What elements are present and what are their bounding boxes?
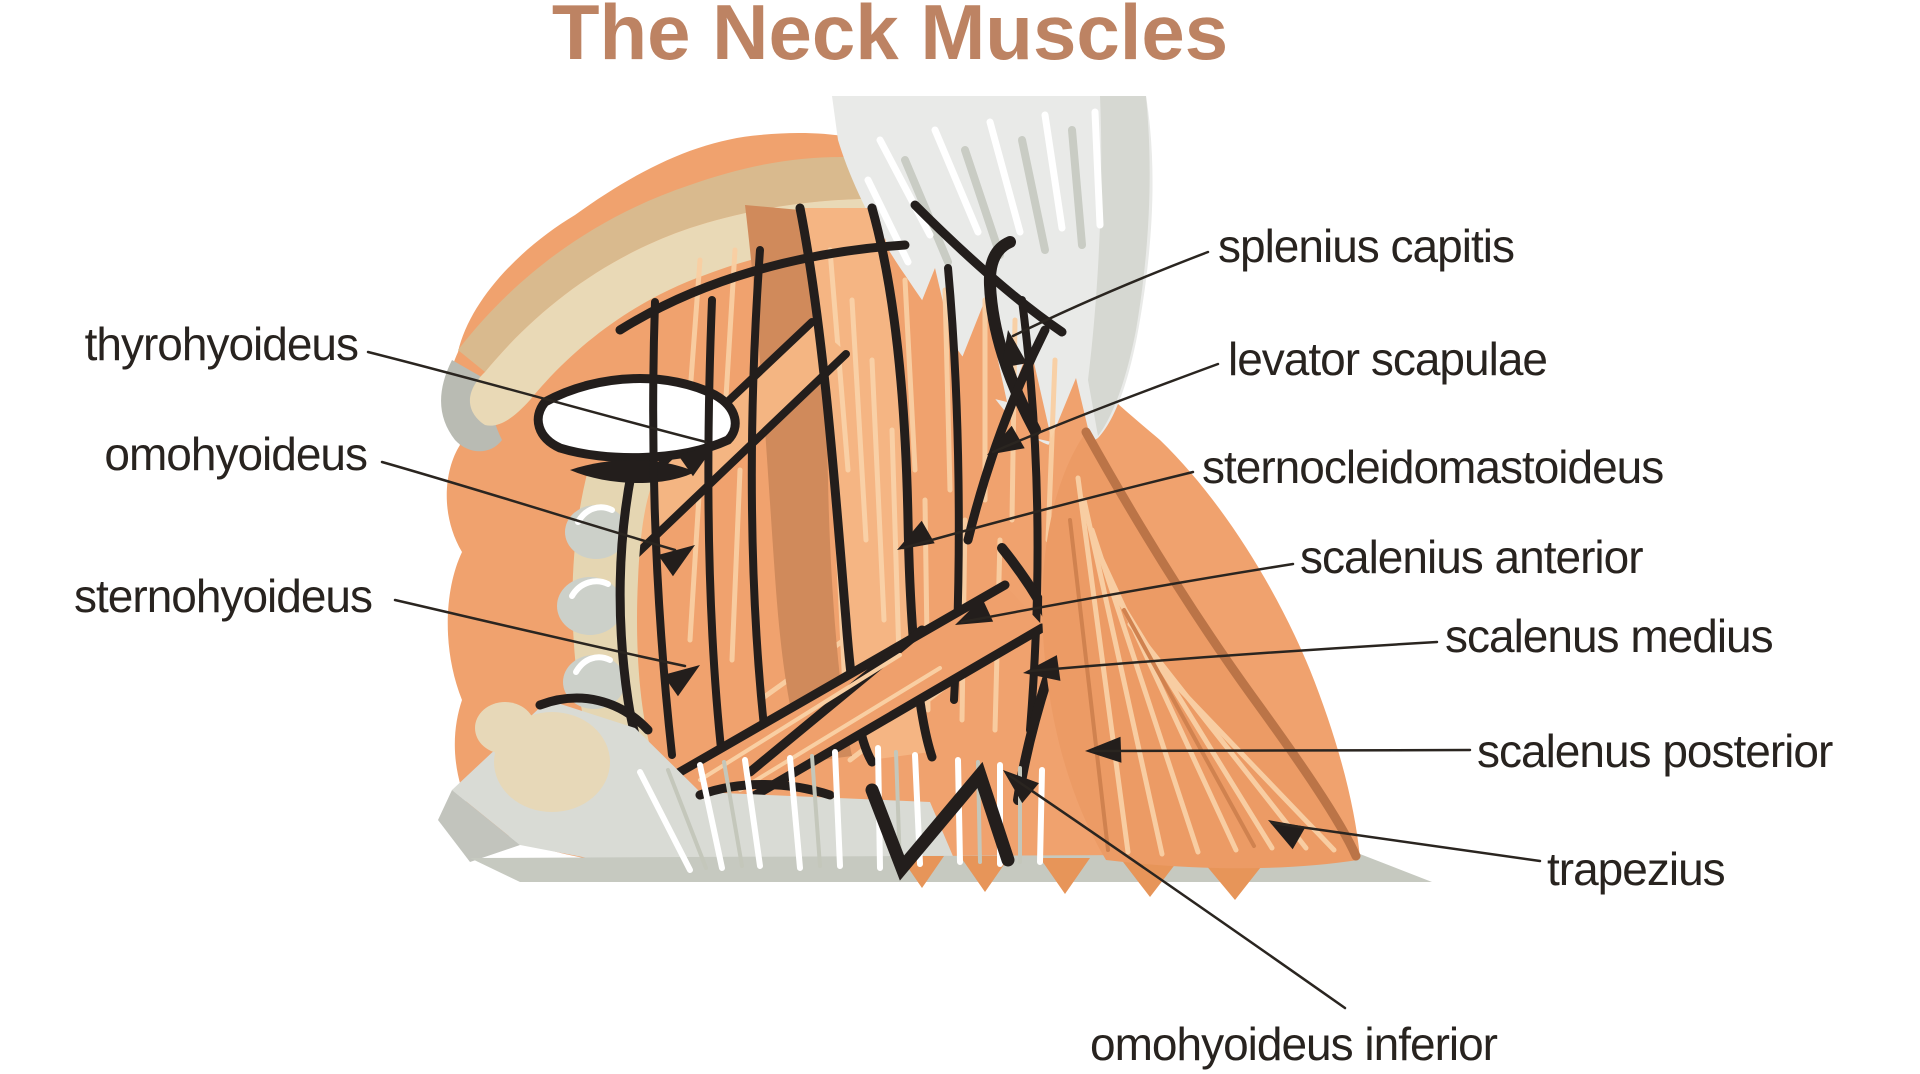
label-omohyoideus-inferior: omohyoideus inferior (1090, 1018, 1498, 1070)
label-sternocleidomastoideus: sternocleidomastoideus (1202, 441, 1664, 493)
clavicle-shoulder (438, 693, 958, 868)
label-levator-scapulae: levator scapulae (1228, 333, 1548, 385)
larynx-hyoid (533, 374, 740, 793)
label-sternohyoideus: sternohyoideus (74, 570, 373, 622)
diagram-title: The Neck Muscles (551, 0, 1229, 76)
label-scalenus-medius: scalenus medius (1445, 610, 1774, 662)
leader-lines (366, 250, 1542, 1010)
label-omohyoideus: omohyoideus (104, 428, 368, 480)
label-thyrohyoideus: thyrohyoideus (84, 318, 359, 370)
label-scalenus-posterior: scalenus posterior (1477, 725, 1833, 777)
label-scalenius-anterior: scalenius anterior (1300, 531, 1644, 583)
tendon-outline-marks (865, 761, 1015, 881)
label-splenius-capitis: splenius capitis (1218, 220, 1515, 272)
label-trapezius: trapezius (1547, 843, 1726, 895)
